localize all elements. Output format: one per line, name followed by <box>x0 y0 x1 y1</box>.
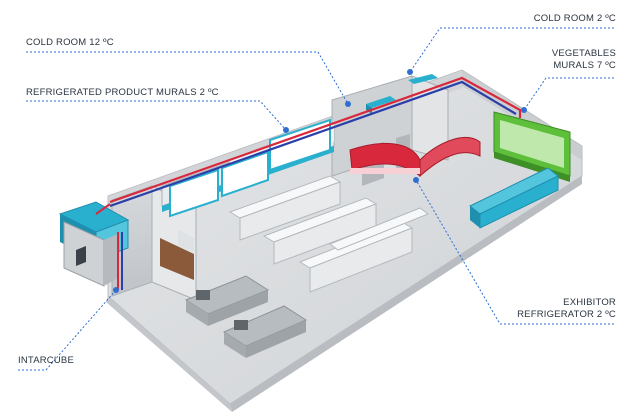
leader-cold-room-12 <box>26 51 349 105</box>
leader-lines <box>18 27 614 371</box>
refrigerated-product-murals <box>161 118 335 218</box>
label-intarcube: INTARCUBE <box>18 355 74 366</box>
label-refrigerated-product-murals: REFRIGERATED PRODUCT MURALS 2 ºC <box>26 87 219 98</box>
label-exhibitor-line1: EXHIBITOR <box>563 297 616 308</box>
cold-room-12 <box>111 185 197 301</box>
cyan-display-case <box>469 167 559 229</box>
label-vegetables-line2: MURALS 7 ºC <box>553 60 616 71</box>
leader-exhibitor <box>415 179 614 325</box>
label-cold-room-2: COLD ROOM 2 ºC <box>533 13 616 24</box>
leader-intarcube <box>18 289 117 371</box>
label-exhibitor-line2: REFRIGERATOR 2 ºC <box>517 309 616 320</box>
leader-dots <box>113 69 527 293</box>
leader-murals <box>26 100 287 131</box>
label-vegetables-murals: VEGETABLES MURALS 7 ºC <box>552 48 616 72</box>
refrigerant-piping <box>95 76 522 290</box>
intarcube-unit <box>58 201 130 287</box>
label-vegetables-line1: VEGETABLES <box>551 48 616 59</box>
checkout-counters <box>184 275 308 358</box>
label-exhibitor-refrigerator: EXHIBITOR REFRIGERATOR 2 ºC <box>517 297 616 321</box>
exhibitor-refrigerator <box>349 137 481 178</box>
shelving-rows <box>228 175 430 293</box>
leader-cold-room-2 <box>409 27 614 73</box>
label-cold-room-12: COLD ROOM 12 ºC <box>26 37 114 48</box>
leader-vegetables <box>523 77 614 111</box>
